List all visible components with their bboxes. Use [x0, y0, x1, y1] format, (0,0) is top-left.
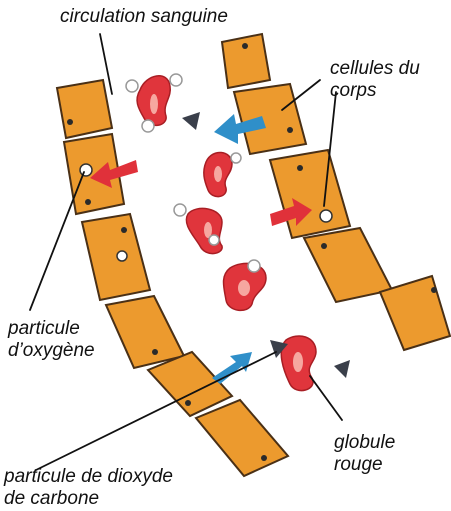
- co2-particle: [334, 360, 350, 378]
- body-cell: [270, 150, 350, 238]
- oxygen-particle: [231, 153, 241, 163]
- cell-nucleus: [85, 199, 91, 205]
- cell-nucleus: [261, 455, 267, 461]
- oxygen-label-line2: d’oxygène: [8, 340, 95, 362]
- cell-nucleus: [152, 349, 158, 355]
- co2-particle: [182, 112, 200, 130]
- oxygen-particle: [117, 251, 127, 261]
- body-cell: [82, 214, 150, 300]
- cell-nucleus: [321, 243, 327, 249]
- cell-nucleus: [242, 43, 248, 49]
- co2-label-line1: particule de dioxyde: [4, 466, 173, 488]
- cell-nucleus: [185, 400, 191, 406]
- cell-nucleus: [287, 127, 293, 133]
- leader-line-oxygen: [30, 172, 84, 310]
- oxygen-particle: [209, 235, 219, 245]
- cell-nucleus: [431, 287, 437, 293]
- body-cell: [196, 400, 288, 476]
- oxygen-particle: [126, 80, 138, 92]
- cell-center: [238, 280, 250, 296]
- body-cells-label-line1: cellules du: [330, 58, 420, 80]
- oxygen-label-line1: particule: [8, 318, 80, 340]
- rbc-label-line1: globule: [334, 432, 395, 454]
- oxygen-particle: [248, 260, 260, 272]
- cell-center: [293, 352, 303, 372]
- body-cell: [57, 80, 112, 138]
- cell-nucleus: [121, 227, 127, 233]
- body-cells-label-line2: corps: [330, 80, 376, 102]
- cell-center: [214, 166, 222, 182]
- oxygen-particle: [170, 74, 182, 86]
- oxygen-particle: [80, 164, 92, 176]
- rbc-label-line2: rouge: [334, 454, 383, 476]
- co2-label-line2: de carbone: [4, 488, 99, 510]
- body-cell: [234, 84, 306, 154]
- body-cell: [304, 228, 392, 302]
- blue-arrow: [212, 352, 252, 384]
- cell-nucleus: [297, 165, 303, 171]
- circulation-label: circulation sanguine: [60, 6, 228, 28]
- leader-line-rbc: [310, 376, 342, 420]
- cell-nucleus: [67, 119, 73, 125]
- oxygen-particle: [142, 120, 154, 132]
- oxygen-particle: [174, 204, 186, 216]
- body-cell: [222, 34, 270, 88]
- oxygen-particle: [320, 210, 332, 222]
- body-cell: [106, 296, 184, 368]
- cell-center: [150, 94, 158, 114]
